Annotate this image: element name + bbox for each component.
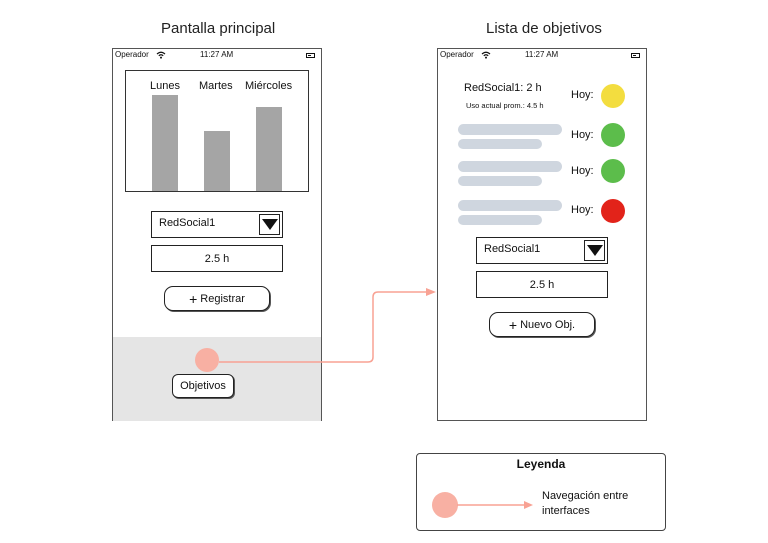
goal-placeholder-line <box>458 139 542 149</box>
goal-placeholder-line <box>458 215 542 225</box>
goal-status-red-dot <box>601 199 625 223</box>
hours-value: 2.5 h <box>204 252 230 265</box>
dropdown-triangle-icon[interactable] <box>584 240 605 261</box>
today-label: Hoy: <box>571 89 594 101</box>
hours-field[interactable]: 2.5 h <box>151 245 283 272</box>
goals-screen-phone: Operador 11:27 AM RedSocial1: 2 h Uso ac… <box>437 48 647 421</box>
select-value: RedSocial1 <box>159 217 216 229</box>
main-footer: Objetivos <box>113 337 321 421</box>
hours-field[interactable]: 2.5 h <box>476 271 608 298</box>
goal-name: RedSocial1: 2 h <box>464 82 542 94</box>
status-time: 11:27 AM <box>525 50 559 59</box>
goal-status-green-dot <box>601 123 625 147</box>
legend-title: Leyenda <box>516 457 566 471</box>
goal-placeholder-line <box>458 200 562 211</box>
objectives-label: Objetivos <box>180 380 226 392</box>
main-screen-phone: Operador 11:27 AM Lunes Martes Miércoles… <box>112 48 322 421</box>
chart-label-lunes: Lunes <box>150 80 180 92</box>
goal-placeholder-line <box>458 161 562 172</box>
main-screen-title: Pantalla principal <box>161 20 276 37</box>
legend-box: Leyenda Navegación entre interfaces <box>416 453 666 531</box>
chart-bar-lunes <box>152 95 178 191</box>
plus-icon: + <box>189 290 198 307</box>
battery-icon <box>631 53 640 58</box>
new-goal-label: Nuevo Obj. <box>520 318 576 331</box>
social-network-select[interactable]: RedSocial1 <box>151 211 283 238</box>
status-time: 11:27 AM <box>200 50 234 59</box>
carrier-label: Operador <box>440 50 474 59</box>
select-value: RedSocial1 <box>484 243 541 255</box>
battery-icon <box>306 53 315 58</box>
goal-status-green-dot <box>601 159 625 183</box>
today-label: Hoy: <box>571 204 594 216</box>
legend-navigation-node <box>432 492 458 518</box>
today-label: Hoy: <box>571 129 594 141</box>
wifi-icon <box>481 51 491 59</box>
today-label: Hoy: <box>571 165 594 177</box>
usage-chart: Lunes Martes Miércoles <box>125 70 309 192</box>
chart-bar-miercoles <box>256 107 282 191</box>
new-goal-button[interactable]: + Nuevo Obj. <box>489 312 595 337</box>
chart-label-miercoles: Miércoles <box>245 80 293 92</box>
carrier-label: Operador <box>115 50 149 59</box>
goal-status-yellow-dot <box>601 84 625 108</box>
register-label: Registrar <box>200 292 245 305</box>
legend-navigation-arrow <box>457 501 533 509</box>
hours-value: 2.5 h <box>529 278 555 291</box>
objectives-button[interactable]: Objetivos <box>172 374 234 398</box>
navigation-node <box>195 348 219 372</box>
plus-icon: + <box>508 316 518 333</box>
goals-screen-title: Lista de objetivos <box>486 20 602 37</box>
chart-label-martes: Martes <box>199 80 233 92</box>
goal-detail: Uso actual prom.: 4.5 h <box>466 101 544 110</box>
goal-placeholder-line <box>458 176 542 186</box>
chart-bar-martes <box>204 131 230 191</box>
wifi-icon <box>156 51 166 59</box>
dropdown-triangle-icon[interactable] <box>259 214 280 235</box>
legend-navigation-label-line1: Navegación entre <box>542 490 629 502</box>
goal-placeholder-line <box>458 124 562 135</box>
social-network-select[interactable]: RedSocial1 <box>476 237 608 264</box>
register-button[interactable]: + Registrar <box>164 286 270 311</box>
legend-navigation-label-line2: interfaces <box>542 505 590 517</box>
